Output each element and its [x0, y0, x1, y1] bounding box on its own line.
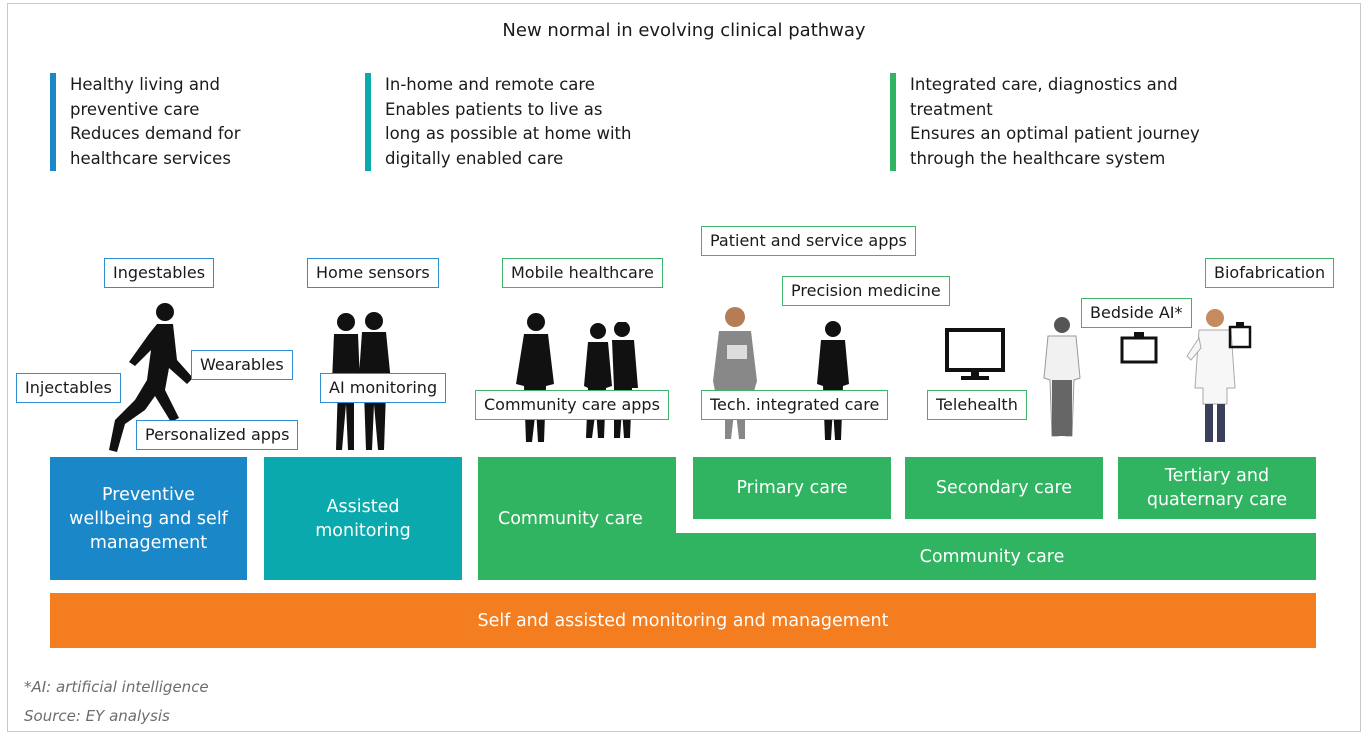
tag-community-care-apps: Community care apps [475, 390, 669, 420]
diagram-frame [7, 3, 1361, 732]
tag-biofabrication: Biofabrication [1205, 258, 1335, 288]
block-preventive: Preventive wellbeing and self management [50, 457, 247, 580]
tag-wearables: Wearables [191, 350, 293, 380]
category-healthy-living: Healthy living and preventive care Reduc… [50, 73, 241, 171]
tag-ai-monitoring: AI monitoring [320, 373, 447, 403]
category-body-line: Reduces demand for [70, 124, 241, 143]
diagram-title: New normal in evolving clinical pathway [502, 20, 866, 41]
block-label: Community care [498, 508, 643, 529]
tag-mobile-healthcare: Mobile healthcare [502, 258, 663, 288]
tag-ingestables: Ingestables [104, 258, 215, 288]
man-figure [817, 321, 849, 440]
block-self-assisted-monitoring: Self and assisted monitoring and managem… [50, 593, 1316, 648]
tag-patient-service-apps: Patient and service apps [701, 226, 916, 256]
block-line: Tertiary and [1164, 466, 1270, 486]
wall-monitor-icon [1228, 322, 1252, 349]
doctor-figure [1043, 317, 1081, 437]
woman-figure [516, 313, 554, 442]
block-label: Primary care [736, 478, 848, 498]
category-body-line: Enables patients to live as [385, 99, 603, 119]
tag-telehealth: Telehealth [927, 390, 1027, 420]
category-body-line: long as possible at home with [385, 124, 632, 143]
monitor-icon [945, 328, 1005, 380]
block-line: Preventive [102, 484, 195, 505]
block-label: Community care [919, 546, 1065, 567]
category-in-home-care: In-home and remote care Enables patients… [365, 73, 631, 171]
pair-figure [584, 322, 638, 438]
businesswoman-figure [713, 307, 757, 439]
block-assisted-monitoring: Assisted monitoring [264, 457, 462, 580]
category-heading-line: Healthy living and [70, 75, 220, 94]
block-label: Self and assisted monitoring and managem… [477, 610, 889, 631]
category-body-line: digitally enabled care [385, 148, 564, 168]
category-heading-line: In-home and remote care [385, 75, 595, 94]
category-heading-line: treatment [910, 99, 993, 119]
block-line: wellbeing and self [69, 508, 228, 529]
block-primary-care: Primary care [693, 457, 891, 519]
tag-tech-integrated-care: Tech. integrated care [701, 390, 889, 420]
category-integrated-care: Integrated care, diagnostics and treatme… [890, 73, 1200, 171]
footnote-source: Source: EY analysis [24, 707, 170, 725]
tag-personalized-apps: Personalized apps [136, 420, 299, 450]
footnote-ai: *AI: artificial intelligence [24, 678, 209, 696]
bedside-monitor-icon [1120, 332, 1158, 364]
category-body-line: Ensures an optimal patient journey [910, 124, 1200, 143]
category-body-line: healthcare services [70, 148, 231, 168]
block-line: monitoring [315, 520, 411, 541]
block-label: Secondary care [935, 478, 1073, 498]
tag-precision-medicine: Precision medicine [782, 276, 950, 306]
category-body-line: through the healthcare system [910, 148, 1166, 168]
block-line: Assisted [326, 496, 400, 517]
tag-injectables: Injectables [16, 373, 121, 403]
tag-bedside-ai: Bedside AI* [1081, 298, 1192, 328]
block-community-care-bar: Community care [478, 533, 1316, 580]
physician-figure [1186, 309, 1236, 442]
block-line: quaternary care [1146, 490, 1288, 510]
block-secondary-care: Secondary care [905, 457, 1103, 519]
category-heading-line: Integrated care, diagnostics and [910, 75, 1178, 94]
block-tertiary-care: Tertiary and quaternary care [1118, 457, 1316, 519]
block-line: management [89, 532, 208, 553]
tag-home-sensors: Home sensors [307, 258, 439, 288]
category-heading-line: preventive care [70, 99, 200, 119]
